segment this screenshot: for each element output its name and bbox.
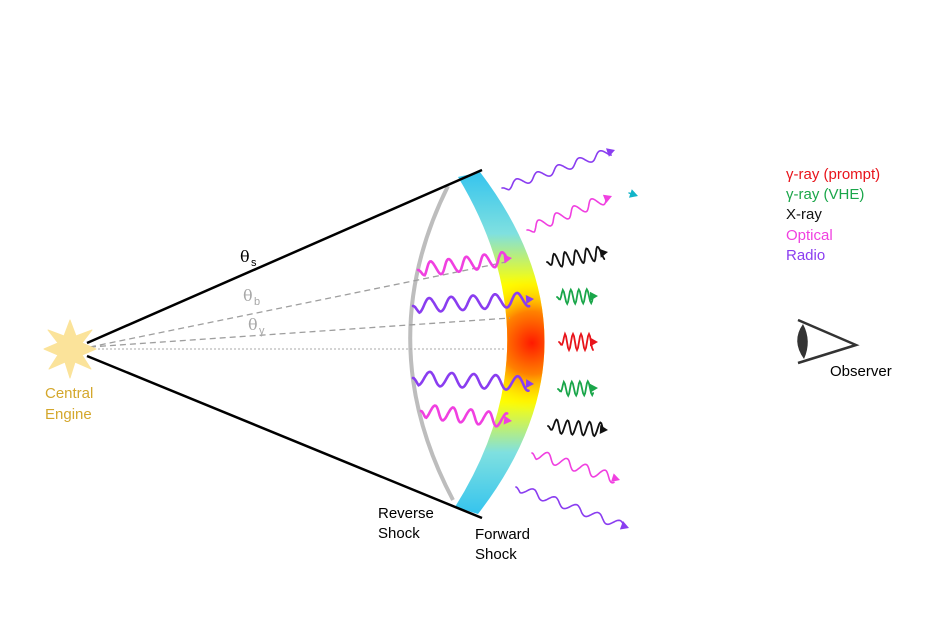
radio-wave-inner-bottom <box>411 370 534 392</box>
svg-text:θ: θ <box>243 286 253 305</box>
radio-wave-inner-top <box>411 291 534 315</box>
legend-radio: Radio <box>786 247 825 264</box>
reverse-shock-arc <box>408 185 455 501</box>
theta-b-label: θ b <box>243 286 260 308</box>
svg-text:θ: θ <box>248 315 258 334</box>
reverse-shock-label-1: Reverse <box>378 505 434 522</box>
svg-text:γ: γ <box>259 325 265 337</box>
gamma-vhe-wave-small <box>628 189 638 198</box>
svg-text:θ: θ <box>240 247 250 266</box>
legend: γ-ray (prompt) γ-ray (VHE) X-ray Optical… <box>786 166 880 264</box>
central-engine-star <box>43 319 97 379</box>
eye-icon <box>797 318 860 365</box>
optical-wave-inner-bottom <box>419 404 512 428</box>
legend-optical: Optical <box>786 227 833 244</box>
xray-wave-bottom <box>547 418 608 438</box>
svg-text:s: s <box>251 257 257 269</box>
optical-wave-out-bottom <box>531 451 620 484</box>
theta-gamma-label: θ γ <box>248 315 265 337</box>
jet-cone <box>86 168 483 520</box>
legend-gamma-vhe: γ-ray (VHE) <box>786 186 864 203</box>
central-engine-label-2: Engine <box>45 406 92 423</box>
gamma-vhe-wave-top <box>556 287 598 306</box>
theta-b-line <box>89 261 507 348</box>
legend-gamma-prompt: γ-ray (prompt) <box>786 166 880 183</box>
radio-wave-out-top <box>501 148 615 191</box>
central-engine-label-1: Central <box>45 385 93 402</box>
optical-wave-inner-top <box>416 250 512 277</box>
gamma-vhe-wave-bottom <box>557 379 598 398</box>
observer-label: Observer <box>830 363 892 380</box>
theta-gamma-line <box>89 317 511 348</box>
forward-shock-label-2: Shock <box>475 546 517 563</box>
forward-shock-label-1: Forward <box>475 526 530 543</box>
theta-s-label: θ s <box>240 247 257 269</box>
legend-xray: X-ray <box>786 206 822 223</box>
optical-wave-out-top <box>526 194 612 233</box>
forward-shock-shell <box>455 172 545 514</box>
radio-wave-out-bottom <box>515 486 629 530</box>
xray-wave-top <box>546 245 608 268</box>
gamma-prompt-wave <box>558 331 598 353</box>
reverse-shock-label-2: Shock <box>378 525 420 542</box>
photon-waves <box>411 148 638 530</box>
svg-text:b: b <box>254 296 260 308</box>
